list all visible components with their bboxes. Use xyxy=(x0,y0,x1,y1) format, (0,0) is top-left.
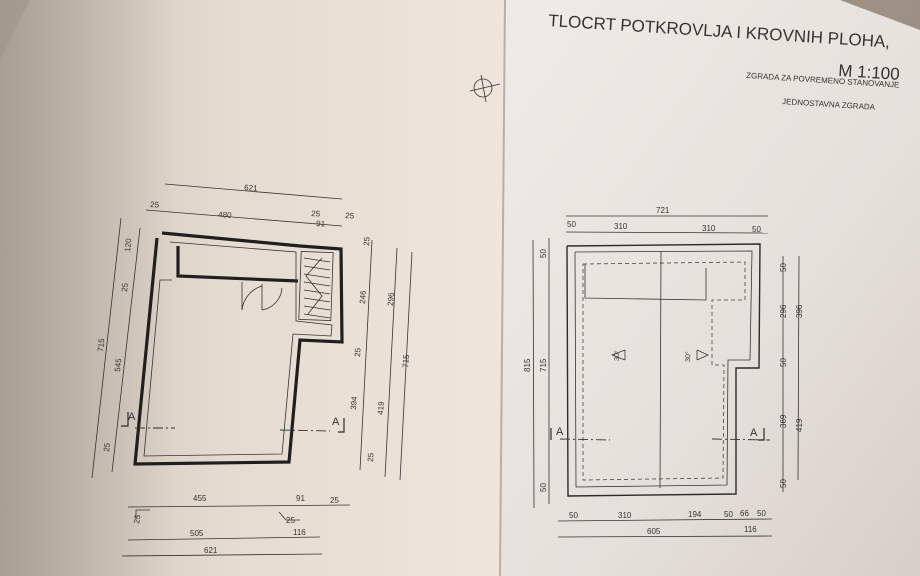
drawing-scale: M 1:100 xyxy=(838,61,901,84)
slope-marker-left: 30° xyxy=(610,349,626,361)
section-line-right xyxy=(559,438,611,441)
roof-dim-right-50a: 50 xyxy=(779,263,788,272)
roof-dim-right-50b: 50 xyxy=(779,358,788,367)
dim-right-246: 246 xyxy=(358,290,368,304)
dim-right-25b: 25 xyxy=(353,347,363,357)
dim-bottom-116: 116 xyxy=(293,528,306,537)
dim-top-480: 480 xyxy=(218,210,232,220)
roof-section-marker-left: A xyxy=(556,426,564,438)
roof-dim-bottom-310: 310 xyxy=(618,511,632,520)
slope-marker-right: 30° xyxy=(684,349,709,362)
dim-top-91: 91 xyxy=(316,219,326,229)
dim-right-25c: 25 xyxy=(366,452,376,462)
right-roof-plan: 30° 30° A A 721 50 310 310 50 50 815 715… xyxy=(523,206,804,538)
roof-dim-right-50c: 50 xyxy=(779,479,788,488)
dim-top-25c: 25 xyxy=(345,211,355,221)
section-marker-right: A xyxy=(332,416,340,428)
roof-dim-right-296: 296 xyxy=(779,304,788,318)
north-arrow-icon xyxy=(469,74,501,103)
left-floor-plan: A A 621 25 480 25 91 25 120 25 715 545 2… xyxy=(91,183,413,557)
roof-dim-right-369: 369 xyxy=(779,414,788,428)
dim-top-25a: 25 xyxy=(150,200,160,210)
dim-top-overall: 621 xyxy=(244,183,258,193)
dim-left-25: 25 xyxy=(120,282,130,292)
dim-bottom-91: 91 xyxy=(296,494,305,503)
roof-dim-bottom-66: 66 xyxy=(740,509,749,518)
slope-label-right: 30° xyxy=(684,351,692,362)
roof-dim-top-50b: 50 xyxy=(752,225,761,234)
roof-dim-left-50a: 50 xyxy=(539,249,548,258)
roof-dim-bottom-605: 605 xyxy=(647,527,661,536)
roof-dim-left-715: 715 xyxy=(539,358,548,372)
roof-dim-top-721: 721 xyxy=(656,206,670,215)
roof-dim-bottom-50b: 50 xyxy=(724,510,733,519)
roof-dim-bottom-50a: 50 xyxy=(569,511,578,520)
roof-dim-right-396: 396 xyxy=(795,304,804,318)
roof-ridge xyxy=(659,250,662,489)
roof-section-marker-right: A xyxy=(750,427,758,439)
roof-dim-right-419: 419 xyxy=(795,418,804,432)
dim-bottom-455: 455 xyxy=(193,494,207,503)
dim-top-25b: 25 xyxy=(311,209,321,219)
roof-dim-top-310b: 310 xyxy=(702,224,716,233)
door-swing xyxy=(241,282,283,311)
dim-right-296: 296 xyxy=(386,292,396,306)
dim-bottom-505: 505 xyxy=(190,529,204,538)
dim-bottom-25a: 25 xyxy=(330,496,339,505)
roof-dim-bottom-50c: 50 xyxy=(757,509,766,518)
dim-bottom-621: 621 xyxy=(204,546,218,555)
roof-dim-top-50a: 50 xyxy=(567,220,576,229)
staircase xyxy=(298,251,334,321)
dim-left-715: 715 xyxy=(96,337,106,352)
dim-left-25b: 25 xyxy=(102,442,112,452)
roof-dim-bottom-116: 116 xyxy=(744,525,757,534)
slope-label-left: 30° xyxy=(613,350,621,361)
dim-right-715: 715 xyxy=(401,354,411,368)
dim-right-419: 419 xyxy=(376,401,386,415)
dim-left-120: 120 xyxy=(123,237,133,252)
roof-dim-left-815: 815 xyxy=(523,358,532,372)
dim-left-545: 545 xyxy=(113,357,123,372)
roof-dim-bottom-194: 194 xyxy=(688,510,702,519)
section-marker-left: A xyxy=(128,411,136,423)
dim-right-25a: 25 xyxy=(362,236,372,246)
dim-bottom-25b: 25 xyxy=(132,513,143,524)
dim-right-394: 394 xyxy=(349,396,359,410)
dim-bottom-25c: 25 xyxy=(286,516,295,525)
roof-dim-left-50b: 50 xyxy=(539,483,548,492)
stair-treads xyxy=(303,257,331,319)
roof-dim-top-310a: 310 xyxy=(614,222,628,231)
